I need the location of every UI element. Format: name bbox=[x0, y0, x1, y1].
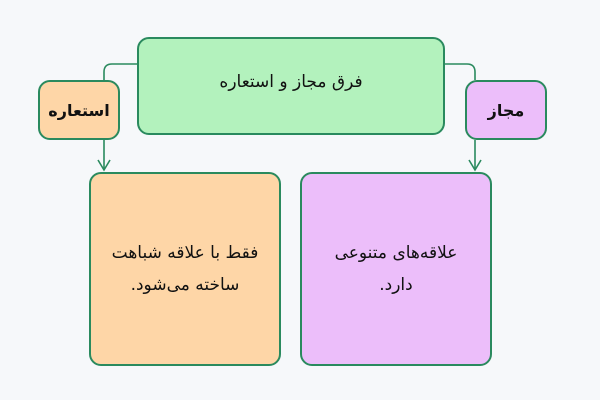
branch-node-esteare: استعاره bbox=[38, 80, 120, 140]
branch-label: استعاره bbox=[48, 100, 110, 120]
edge-root-to-majaz bbox=[445, 63, 476, 80]
description-node-majaz: علاقه‌های متنوعی دارد. bbox=[300, 172, 492, 366]
description-text: علاقه‌های متنوعی دارد. bbox=[334, 243, 458, 295]
description-text: فقط با علاقه شباهت ساخته می‌شود. bbox=[111, 243, 259, 295]
root-node: فرق مجاز و استعاره bbox=[137, 37, 445, 135]
branch-node-majaz: مجاز bbox=[465, 80, 547, 140]
root-node-label: فرق مجاز و استعاره bbox=[219, 72, 363, 92]
branch-label: مجاز bbox=[487, 100, 525, 120]
edge-root-to-esteare bbox=[103, 63, 137, 80]
description-node-esteare: فقط با علاقه شباهت ساخته می‌شود. bbox=[89, 172, 281, 366]
arrow-head-icon bbox=[468, 159, 482, 172]
arrow-head-icon bbox=[97, 159, 111, 172]
